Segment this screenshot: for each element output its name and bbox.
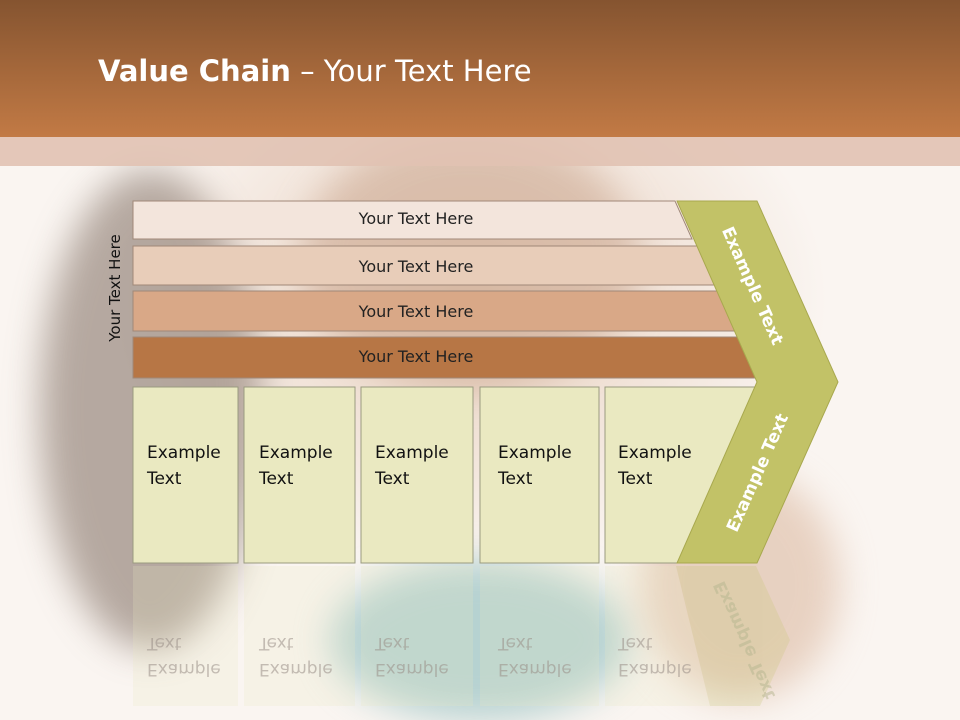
box-text-3-line1: Example: [375, 443, 449, 463]
box-text-1-line2: Text: [147, 469, 182, 489]
row-label-4: Your Text Here: [358, 347, 474, 366]
box-reflection-text-3-line1: Example: [375, 659, 449, 679]
title-bar: [0, 0, 960, 137]
box-reflection-text-5-line2: Text: [618, 633, 653, 653]
box-text-2-line2: Text: [259, 469, 294, 489]
box-reflection-text-4: Example Text: [498, 630, 572, 682]
chevron-arrow: [676, 200, 839, 564]
box-reflection-text-3: Example Text: [375, 630, 449, 682]
activity-box-2: [243, 386, 356, 564]
box-text-2: Example Text: [259, 440, 333, 492]
box-reflection-text-1-line2: Text: [147, 633, 182, 653]
row-bar-1: [132, 200, 693, 240]
box-reflection-text-3-line2: Text: [375, 633, 410, 653]
box-text-5-line2: Text: [618, 469, 653, 489]
box-reflection-text-4-line2: Text: [498, 633, 533, 653]
activity-box-3: [360, 386, 474, 564]
activity-box-1: [132, 386, 239, 564]
box-text-1-line1: Example: [147, 443, 221, 463]
box-reflection-text-2-line2: Text: [259, 633, 294, 653]
box-text-3: Example Text: [375, 440, 449, 492]
activity-box-3-reflection: [361, 566, 473, 706]
row-label-1: Your Text Here: [358, 209, 474, 228]
page-title: Value Chain – Your Text Here: [98, 54, 532, 88]
chevron-reflection: [676, 566, 790, 706]
title-band: [0, 137, 960, 166]
activity-box-1-reflection: [133, 566, 238, 706]
row-label-2: Your Text Here: [358, 257, 474, 276]
activity-box-4-reflection: [480, 566, 599, 706]
box-text-1: Example Text: [147, 440, 221, 492]
box-reflection-text-1-line1: Example: [147, 659, 221, 679]
box-reflection-text-5-line1: Example: [618, 659, 692, 679]
box-reflection-text-2: Example Text: [259, 630, 333, 682]
box-text-5-line1: Example: [618, 443, 692, 463]
activity-box-2-reflection: [244, 566, 355, 706]
box-text-4: Example Text: [498, 440, 572, 492]
activity-box-5-reflection: [605, 566, 740, 706]
box-reflection-text-4-line1: Example: [498, 659, 572, 679]
activity-box-4: [479, 386, 600, 564]
box-text-4-line1: Example: [498, 443, 572, 463]
background-shirt-shape: [330, 560, 630, 720]
box-text-3-line2: Text: [375, 469, 410, 489]
title-rest: – Your Text Here: [290, 54, 532, 88]
box-reflection-text-2-line1: Example: [259, 659, 333, 679]
row-label-3: Your Text Here: [358, 302, 474, 321]
box-text-4-line2: Text: [498, 469, 533, 489]
box-text-2-line1: Example: [259, 443, 333, 463]
box-reflection-text-5: Example Text: [618, 630, 692, 682]
title-bold: Value Chain: [98, 54, 291, 88]
box-reflection-text-1: Example Text: [147, 630, 221, 682]
box-text-5: Example Text: [618, 440, 692, 492]
boxes-reflection: [133, 566, 790, 706]
